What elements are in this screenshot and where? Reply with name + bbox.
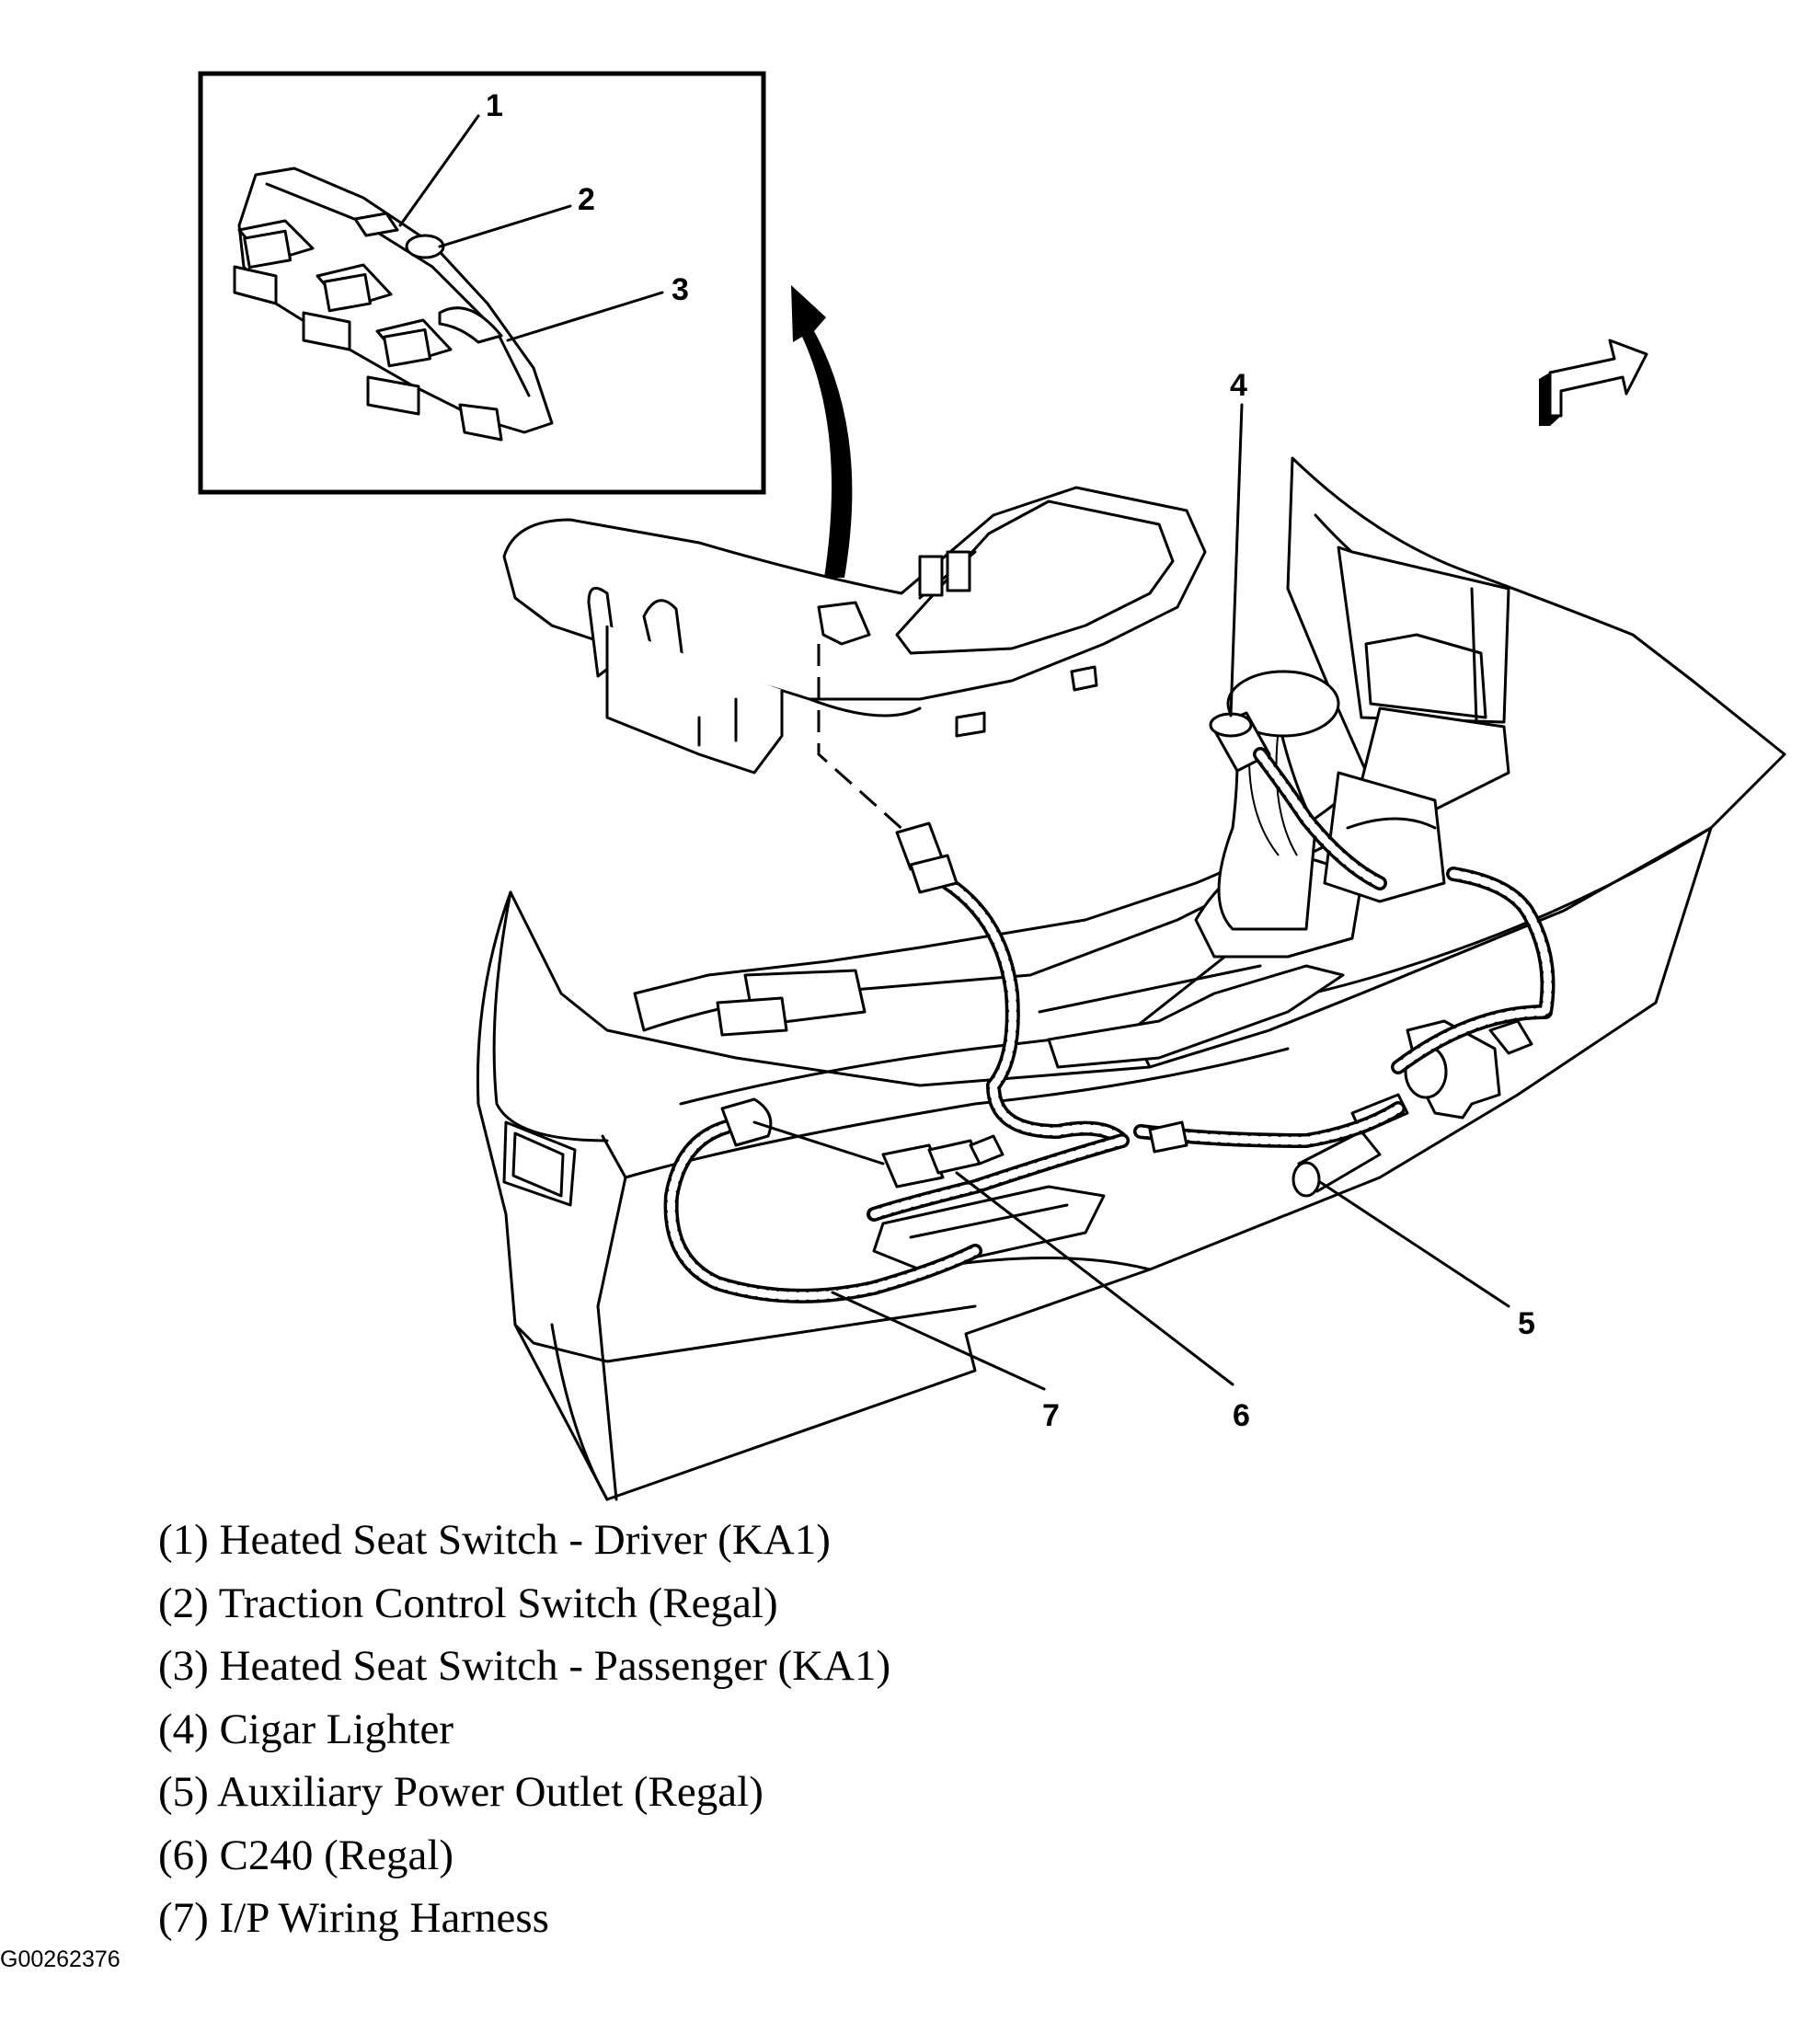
direction-arrow-icon <box>1539 339 1648 426</box>
switch-connector <box>895 821 959 894</box>
callout-1: 1 <box>486 88 503 123</box>
figure-id: G00262376 <box>0 1946 121 1972</box>
callout-6: 6 <box>1233 1398 1250 1433</box>
callout-2: 2 <box>578 182 595 217</box>
legend-item-5: (5) Auxiliary Power Outlet (Regal) <box>158 1768 763 1816</box>
callout-3: 3 <box>672 272 689 307</box>
console-upper-trim <box>502 486 1207 775</box>
legend-item-4: (4) Cigar Lighter <box>158 1705 454 1753</box>
callout-7: 7 <box>1042 1398 1060 1433</box>
c240-connector <box>881 1134 1005 1189</box>
switch-detail-inset <box>198 71 766 495</box>
parts-legend: (1) Heated Seat Switch - Driver (KA1) (2… <box>158 1509 890 1950</box>
callout-5: 5 <box>1518 1306 1535 1341</box>
legend-item-6: (6) C240 (Regal) <box>158 1831 454 1879</box>
callout-4: 4 <box>1230 368 1247 403</box>
console-lower-body <box>476 706 1713 1501</box>
legend-item-7: (7) I/P Wiring Harness <box>158 1894 549 1942</box>
legend-item-2: (2) Traction Control Switch (Regal) <box>158 1579 778 1627</box>
legend-item-3: (3) Heated Seat Switch - Passenger (KA1) <box>158 1642 891 1690</box>
curved-arrow-icon <box>791 285 853 578</box>
harness-clip <box>720 1097 1188 1154</box>
legend-item-1: (1) Heated Seat Switch - Driver (KA1) <box>158 1516 831 1564</box>
cigar-lighter <box>1209 711 1387 890</box>
